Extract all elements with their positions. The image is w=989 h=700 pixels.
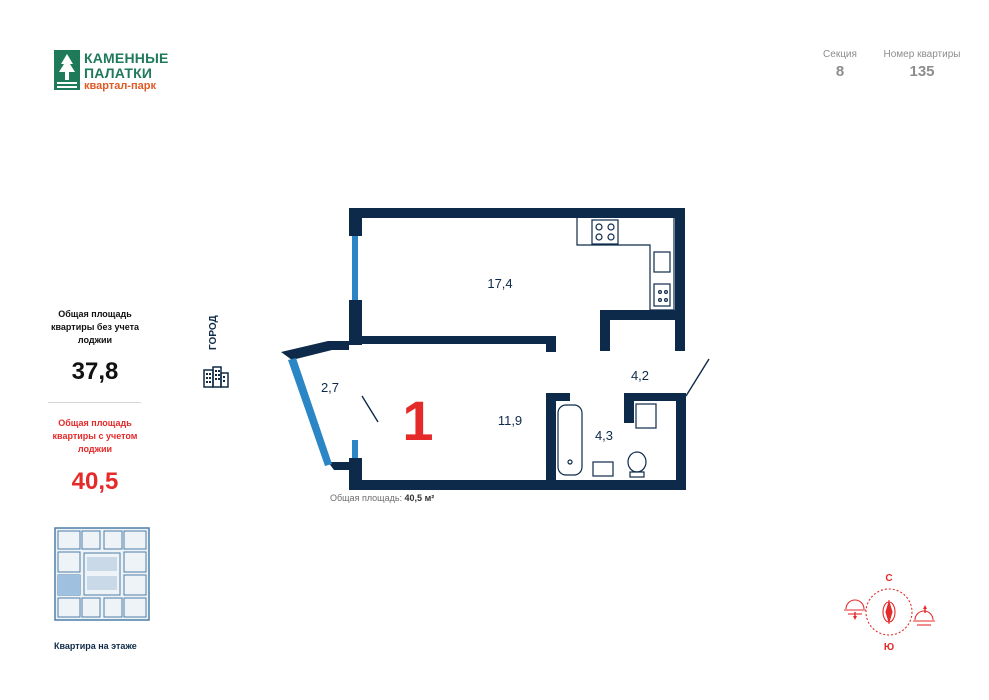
- apartment-number-value: 135: [909, 63, 935, 80]
- plan-windows: [288, 236, 358, 466]
- apartment-number-label: Номер квартиры: [883, 49, 961, 60]
- plan-doors: [361, 358, 710, 423]
- compass-south-label: Ю: [884, 642, 894, 653]
- bathroom-fixtures: [557, 403, 657, 478]
- plan-walls: [281, 208, 686, 490]
- area-without-loggia-value: 37,8: [71, 358, 119, 385]
- floor-plan: 17,4 2,7 11,9 4,2 4,3 1: [281, 208, 710, 490]
- floor-minimap: [54, 527, 150, 621]
- room-area-kitchen-living: 17,4: [487, 276, 512, 291]
- area-without-loggia-label: Общая площадь квартиры без учета лоджии: [51, 309, 139, 345]
- area-with-loggia-label: Общая площадь квартиры с учетом лоджии: [52, 418, 138, 454]
- room-area-hall: 4,2: [631, 368, 649, 383]
- brand-logo-icon: [54, 50, 80, 90]
- city-direction-label: ГОРОД: [208, 315, 219, 350]
- area-with-loggia-value: 40,5: [71, 468, 119, 495]
- room-count-badge: 1: [402, 389, 433, 452]
- plan-total-area-label: Общая площадь:: [330, 493, 403, 503]
- compass-north-label: С: [885, 573, 892, 584]
- plan-total-area-value: 40,5 м²: [404, 493, 435, 503]
- brand-name-line1: КАМЕННЫЕ: [84, 50, 169, 66]
- room-area-bathroom: 4,3: [595, 428, 613, 443]
- floor-location-label: Квартира на этаже: [54, 641, 137, 651]
- room-area-bedroom: 11,9: [498, 413, 522, 428]
- section-value: 8: [835, 63, 845, 80]
- compass-rose: С Ю: [844, 573, 935, 653]
- room-area-loggia: 2,7: [321, 380, 339, 395]
- brand-tagline: квартал-парк: [84, 80, 156, 92]
- summary-divider: [48, 402, 141, 403]
- kitchen-counter: [576, 218, 675, 311]
- city-buildings-icon: [203, 366, 229, 388]
- plan-total-area-caption: Общая площадь: 40,5 м²: [330, 493, 434, 503]
- section-label: Секция: [823, 49, 857, 60]
- brand-name-line2: ПАЛАТКИ: [84, 65, 153, 81]
